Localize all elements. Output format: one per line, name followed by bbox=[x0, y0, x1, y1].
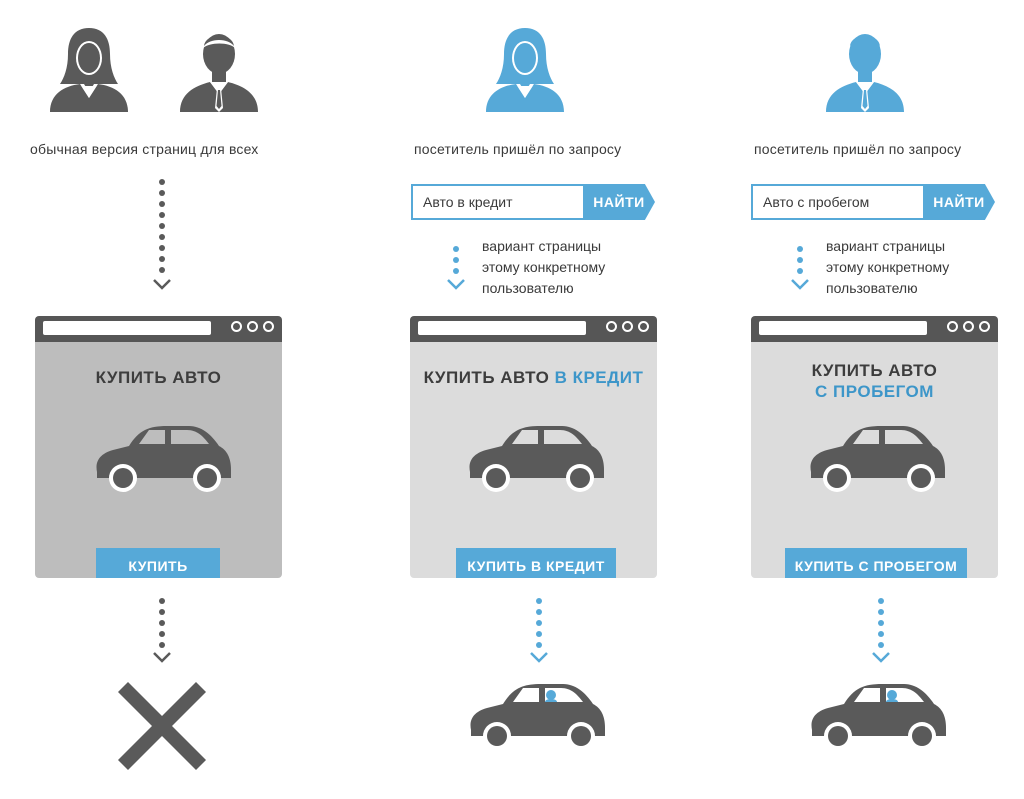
browser-bar bbox=[410, 316, 657, 342]
car-with-driver-icon bbox=[811, 684, 946, 750]
search-button[interactable]: НАЙТИ bbox=[583, 184, 655, 220]
search-box-used: Авто с пробегом НАЙТИ bbox=[751, 184, 995, 220]
car-icon bbox=[810, 426, 945, 492]
note-used: вариант страницы этому конкретному польз… bbox=[826, 236, 949, 299]
landing-page-default: КУПИТЬ АВТО КУПИТЬ bbox=[35, 316, 282, 578]
search-input[interactable]: Авто в кредит bbox=[411, 184, 583, 220]
browser-bar bbox=[751, 316, 998, 342]
dotted-arrow-icon bbox=[530, 598, 548, 663]
address-bar bbox=[759, 321, 927, 335]
browser-bar bbox=[35, 316, 282, 342]
caption-used: посетитель пришёл по запросу bbox=[754, 141, 962, 157]
headline-accent: С ПРОБЕГОМ bbox=[815, 382, 934, 401]
woman-user-icon bbox=[50, 28, 128, 112]
window-control-icon bbox=[638, 321, 649, 332]
window-control-icon bbox=[247, 321, 258, 332]
cross-icon bbox=[118, 682, 206, 770]
search-input[interactable]: Авто с пробегом bbox=[751, 184, 923, 220]
dotted-arrow-icon bbox=[447, 246, 465, 290]
note-line: этому конкретному bbox=[826, 259, 950, 275]
dotted-arrow-icon bbox=[153, 179, 171, 290]
dotted-arrow-icon bbox=[872, 598, 890, 663]
dotted-arrow-icon bbox=[153, 598, 171, 663]
address-bar bbox=[43, 321, 211, 335]
window-control-icon bbox=[947, 321, 958, 332]
landing-page-used: КУПИТЬ АВТО С ПРОБЕГОМ КУПИТЬ С ПРОБЕГОМ bbox=[751, 316, 998, 578]
headline-accent: В КРЕДИТ bbox=[554, 368, 644, 387]
landing-page-credit: КУПИТЬ АВТО В КРЕДИТ КУПИТЬ В КРЕДИТ bbox=[410, 316, 657, 578]
buy-credit-button[interactable]: КУПИТЬ В КРЕДИТ bbox=[456, 548, 616, 578]
buy-used-button[interactable]: КУПИТЬ С ПРОБЕГОМ bbox=[785, 548, 967, 578]
buy-button[interactable]: КУПИТЬ bbox=[96, 548, 220, 578]
car-with-driver-icon bbox=[470, 684, 605, 750]
woman-user-icon bbox=[486, 28, 564, 112]
window-control-icon bbox=[979, 321, 990, 332]
note-line: этому конкретному bbox=[482, 259, 606, 275]
man-user-icon bbox=[826, 34, 904, 112]
page-headline: КУПИТЬ АВТО С ПРОБЕГОМ bbox=[751, 360, 998, 402]
window-control-icon bbox=[963, 321, 974, 332]
note-credit: вариант страницы этому конкретному польз… bbox=[482, 236, 605, 299]
car-icon bbox=[469, 426, 604, 492]
note-line: пользователю bbox=[482, 280, 574, 296]
headline-text: КУПИТЬ АВТО bbox=[811, 361, 938, 380]
car-icon bbox=[96, 426, 232, 492]
search-box-credit: Авто в кредит НАЙТИ bbox=[411, 184, 655, 220]
note-line: вариант страницы bbox=[826, 238, 946, 254]
note-line: пользователю bbox=[826, 280, 918, 296]
dotted-arrow-icon bbox=[791, 246, 809, 290]
man-user-icon bbox=[180, 34, 258, 112]
search-button[interactable]: НАЙТИ bbox=[923, 184, 995, 220]
address-bar bbox=[418, 321, 586, 335]
page-headline: КУПИТЬ АВТО bbox=[35, 368, 282, 388]
note-line: вариант страницы bbox=[482, 238, 602, 254]
window-control-icon bbox=[263, 321, 274, 332]
headline-text: КУПИТЬ АВТО bbox=[423, 368, 550, 387]
caption-credit: посетитель пришёл по запросу bbox=[414, 141, 622, 157]
window-control-icon bbox=[231, 321, 242, 332]
window-control-icon bbox=[622, 321, 633, 332]
headline-text: КУПИТЬ АВТО bbox=[95, 368, 222, 387]
caption-default: обычная версия страниц для всех bbox=[30, 141, 259, 157]
window-control-icon bbox=[606, 321, 617, 332]
page-headline: КУПИТЬ АВТО В КРЕДИТ bbox=[410, 368, 657, 388]
